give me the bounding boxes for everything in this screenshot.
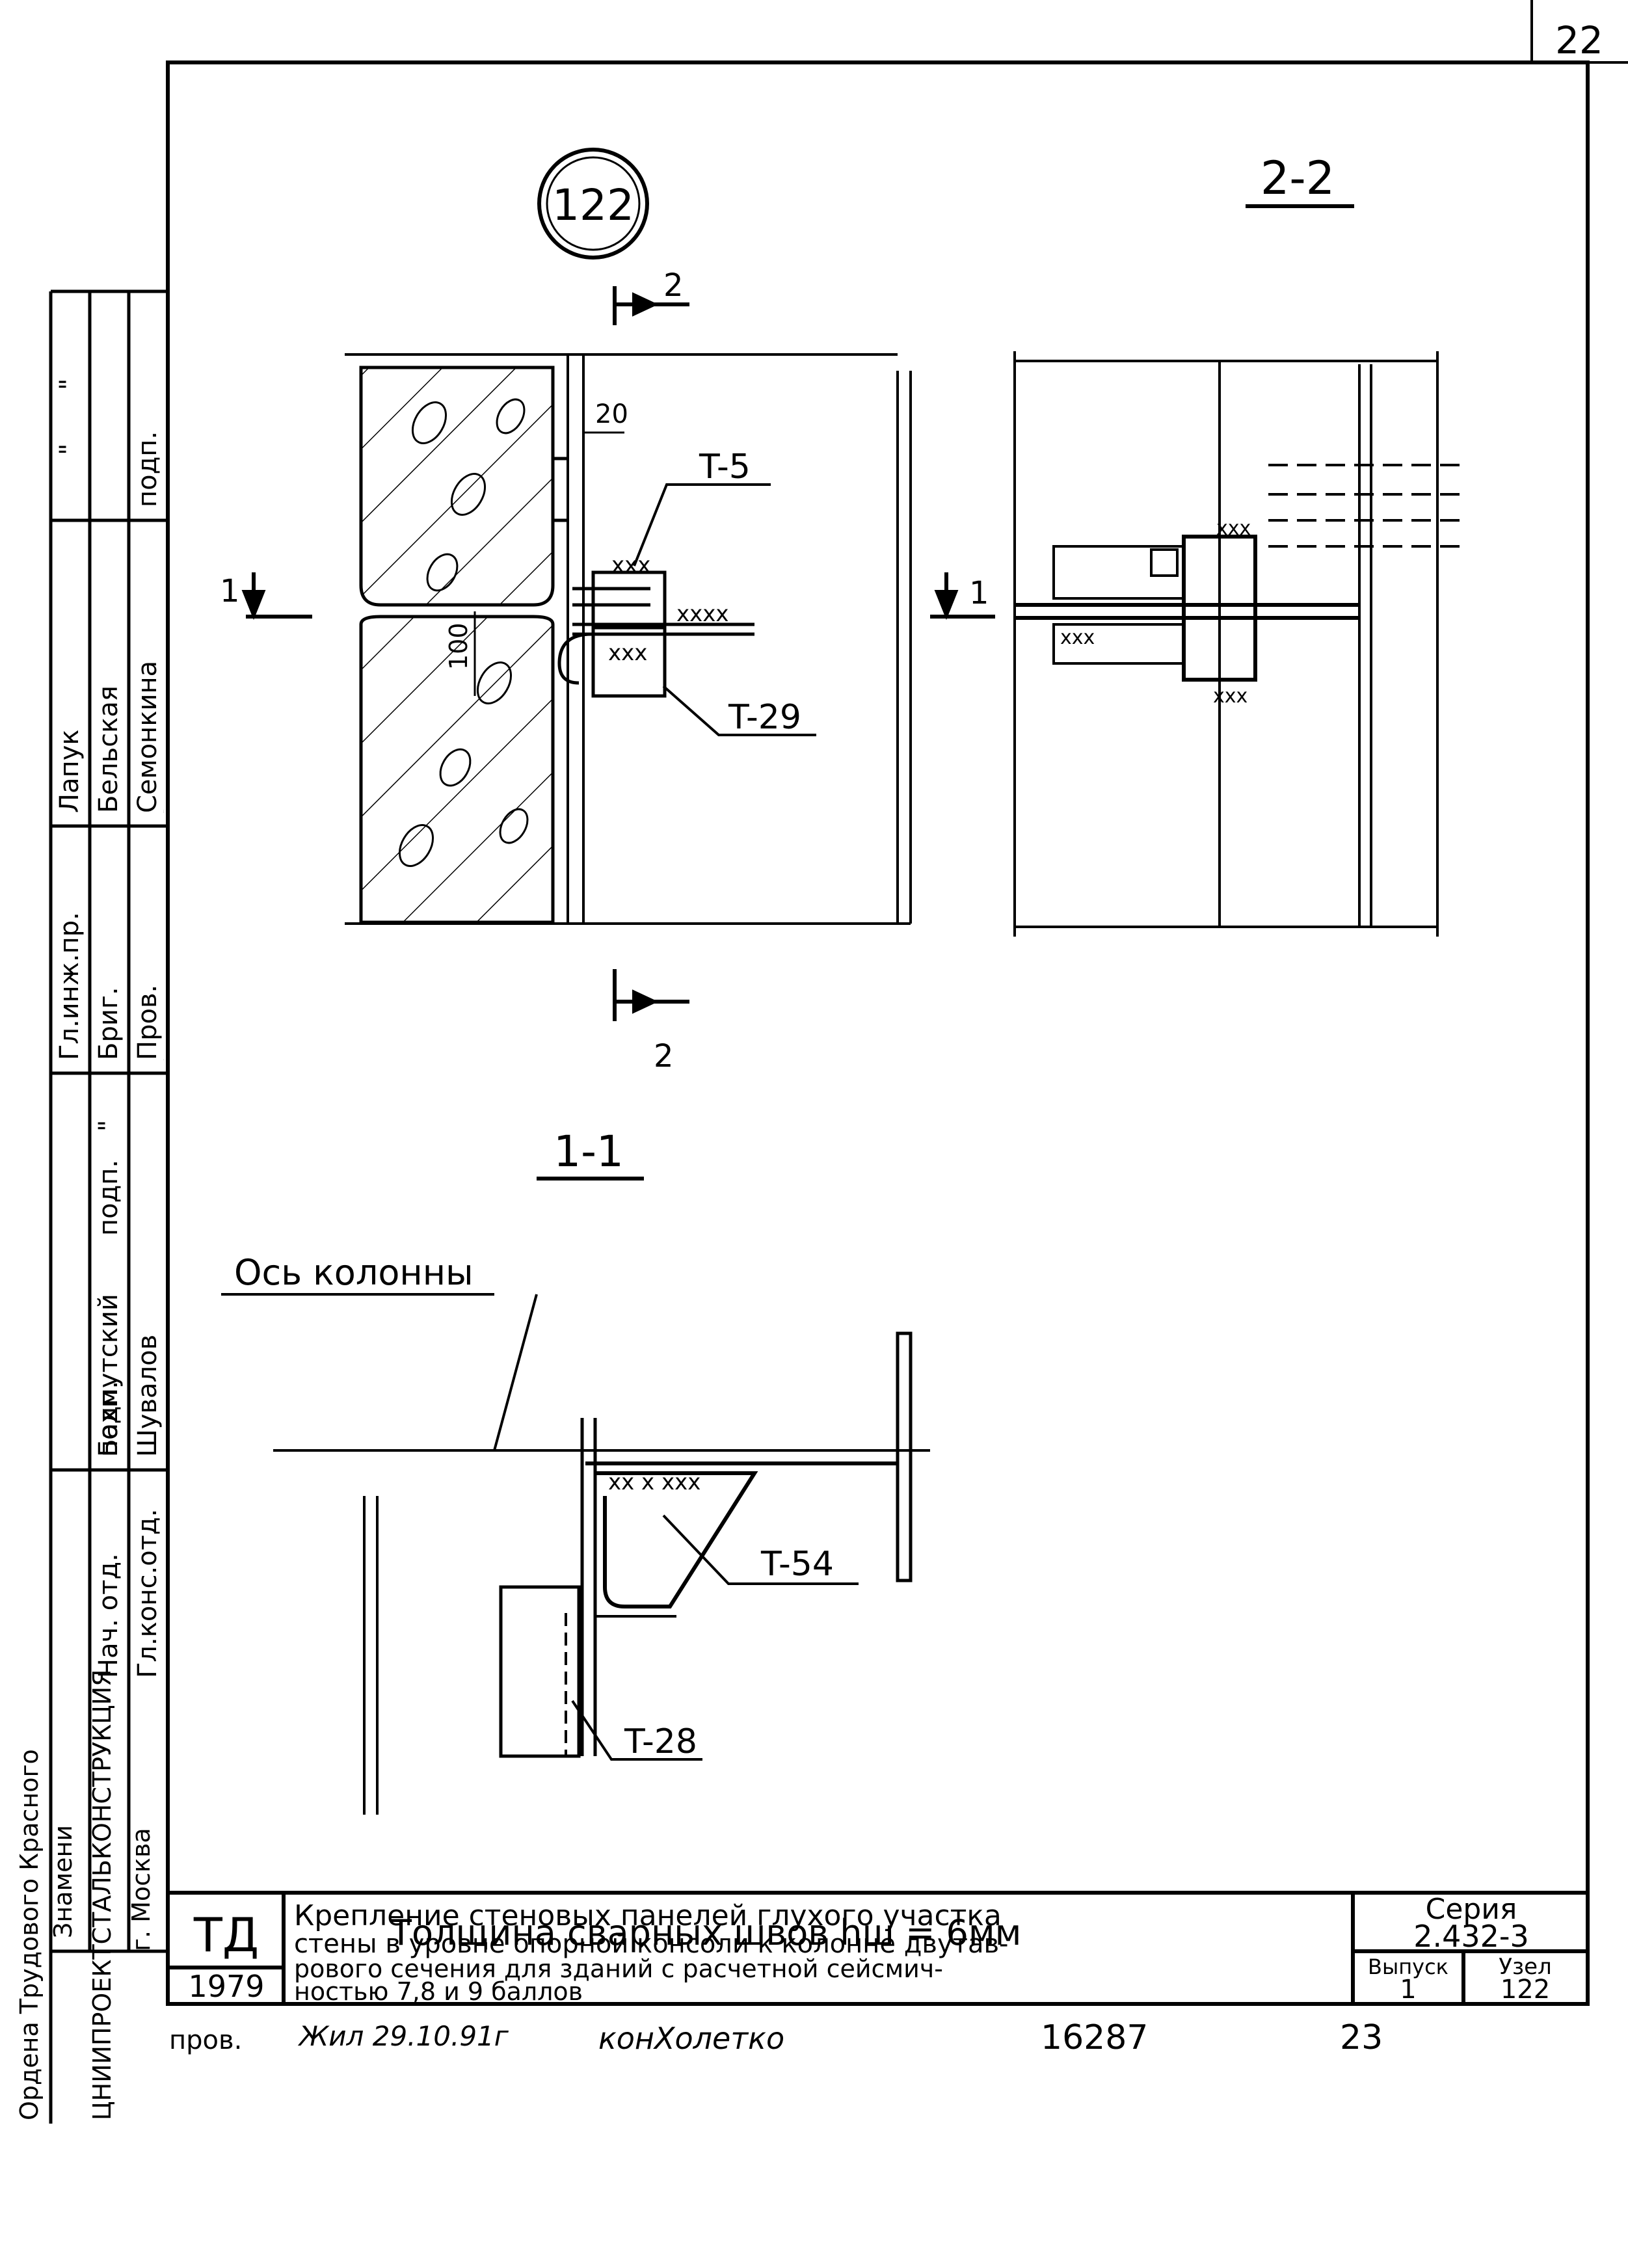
- stamp-role-2: Гл.инж.пр.: [55, 912, 85, 1060]
- stamp-name-3: Семонкина: [133, 661, 163, 813]
- weld-note: Толщина сварных швов hш = 6мм: [390, 1912, 1021, 1953]
- stamp-name-4: Серегина: [163, 810, 165, 813]
- prov-note: Жил 29.10.91г: [297, 2020, 509, 2052]
- stamp-sign-1: подп.: [94, 1381, 124, 1457]
- cut-marker-bottom: [613, 969, 689, 1021]
- stamp-role-1: подп.: [133, 431, 163, 507]
- sheet-frame: [166, 0, 1628, 2006]
- weld-mark-5: xxx: [1213, 685, 1248, 708]
- label-t54: T-54: [760, 1545, 834, 1584]
- cut-label-right: 1: [969, 575, 989, 611]
- node-circle: [537, 148, 649, 260]
- weld-mark-2: xxxx: [676, 601, 728, 627]
- cut-marker-left: [241, 572, 312, 620]
- label-t28: T-28: [624, 1722, 697, 1761]
- weld-mark-4: xxx: [1216, 517, 1251, 540]
- stamp-name-2: Бельская: [94, 686, 124, 813]
- view-2-2: [1013, 351, 1463, 937]
- bottom-signature: конХолетко: [598, 2021, 784, 2056]
- side-stamp: [49, 289, 168, 2124]
- section-2-2-title: 2-2: [1261, 152, 1335, 205]
- stamp-name-1: Лапук: [55, 729, 85, 813]
- weld-mark-7: xx x xxx: [608, 1469, 701, 1495]
- weld-mark-6: xxx: [1060, 626, 1095, 649]
- org-line-1: Ордена Трудового Красного: [15, 1749, 44, 2120]
- stamp-role-8: подп.: [94, 1160, 124, 1236]
- node-value: 122: [1501, 1975, 1550, 2005]
- org-line-2: Знамени: [49, 1825, 77, 1938]
- stamp-sign-3: ": [55, 379, 85, 390]
- stamp-sign-2: ": [55, 444, 85, 455]
- weld-mark-1: xxx: [611, 552, 650, 578]
- series-label: Серия: [1426, 1893, 1517, 1926]
- title-line-2: стены в уровне опорной консоли к колонне…: [294, 1929, 1008, 1959]
- stamp-role-4: Пров.: [133, 985, 163, 1060]
- page-number: 23: [1340, 2018, 1383, 2057]
- sheet-number: 22: [1555, 18, 1603, 62]
- issue-value: 1: [1400, 1975, 1416, 2005]
- weld-mark-3: xxx: [608, 640, 647, 666]
- title-year: 1979: [188, 1969, 264, 2004]
- dim-20: 20: [595, 399, 628, 429]
- cut-marker-top: [613, 286, 689, 325]
- stamp-sign-4: ": [94, 1120, 124, 1132]
- issue-label: Выпуск: [1368, 1954, 1448, 1979]
- stamp-role-7: Гл.конс.отд.: [133, 1509, 163, 1678]
- stamp-role-6: Нач. отд.: [94, 1553, 124, 1678]
- dim-100: 100: [444, 622, 473, 670]
- title-line-3: рового сечения для зданий с расчетной се…: [294, 1954, 943, 1983]
- org-block: Ордена Трудового Красного Знамени ЦНИИПР…: [15, 1670, 155, 2121]
- stamp-role-5: Исп.: [163, 1058, 165, 1060]
- title-line-4: ностью 7,8 и 9 баллов: [294, 1977, 583, 2006]
- axis-label: Ось колонны: [234, 1252, 474, 1293]
- title-logo: ТД: [193, 1908, 259, 1962]
- cut-label-bottom: 2: [654, 1038, 674, 1074]
- org-line-4: г. Москва: [127, 1828, 155, 1951]
- org-line-3: ЦНИИПРОЕКТСТАЛЬКОНСТРУКЦИЯ: [88, 1670, 116, 2121]
- stamp-name-6: Шувалов: [133, 1335, 163, 1457]
- prov-label: пров.: [169, 2025, 242, 2055]
- label-t5: T-5: [699, 447, 751, 487]
- title-line-1: Крепление стеновых панелей глухого участ…: [294, 1899, 1002, 1932]
- node-label: Узел: [1499, 1954, 1551, 1980]
- title-block: [168, 1891, 1588, 2004]
- cut-label-top: 2: [663, 267, 684, 304]
- stamp-name-5: Бахмутский: [94, 1294, 124, 1457]
- inventory-number: 16287: [1041, 2018, 1148, 2057]
- node-circle-number: 122: [552, 180, 634, 230]
- label-t29: T-29: [728, 698, 801, 737]
- section-1-1-title: 1-1: [554, 1127, 624, 1177]
- view-122: xxx xxxx xxx 20 100 T-5 T-29: [345, 353, 912, 925]
- series-value: 2.432-3: [1413, 1919, 1529, 1954]
- cut-marker-right: [930, 572, 995, 620]
- cut-label-left: 1: [220, 573, 240, 609]
- stamp-role-3: Бриг.: [94, 987, 124, 1060]
- view-1-1: [221, 1293, 930, 1815]
- side-stamp-text: подп. Лапук Бельская Семонкина Серегина …: [55, 379, 165, 1678]
